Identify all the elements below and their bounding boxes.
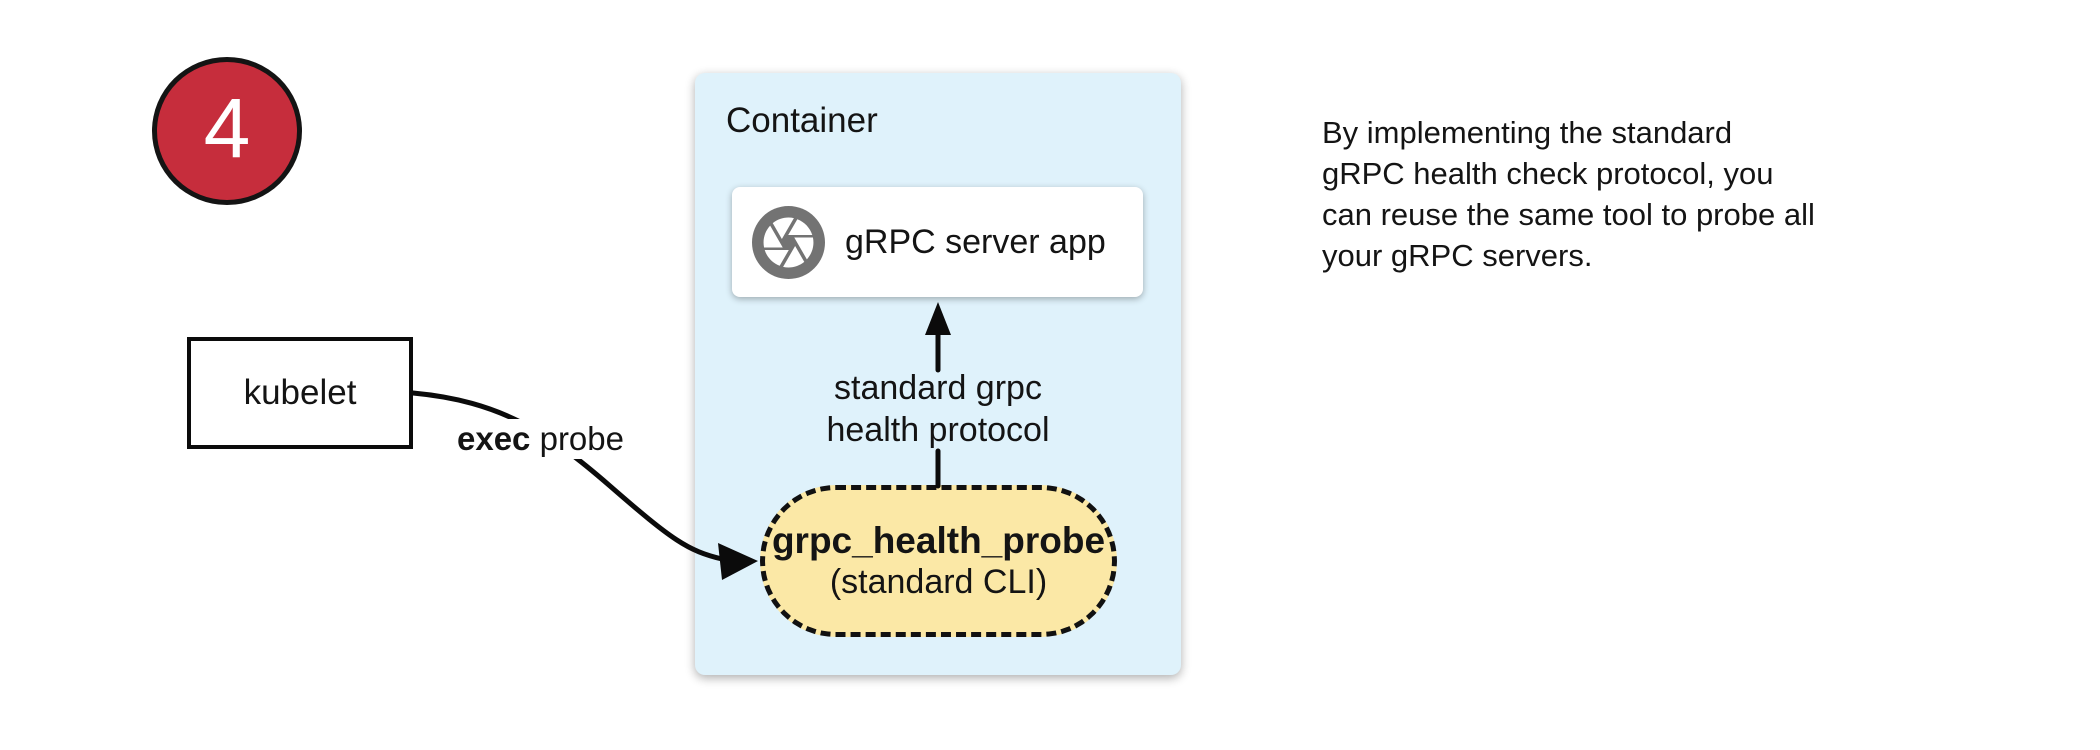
note-paragraph: By implementing the standard gRPC health… [1322,112,1815,276]
note-line: can reuse the same tool to probe all [1322,197,1815,232]
kubelet-node: kubelet [187,337,413,449]
grpc-server-app-node: gRPC server app [732,187,1143,297]
grpc-server-app-label: gRPC server app [845,222,1106,261]
container-title: Container [726,101,878,140]
note-line: By implementing the standard [1322,115,1733,150]
grpc-health-probe-subtitle: (standard CLI) [829,563,1048,601]
container-node: Container gRPC server app standard grpc … [695,73,1181,675]
grpc-health-probe-node: grpc_health_probe (standard CLI) [760,485,1117,637]
health-protocol-label: standard grpc health protocol [695,367,1181,451]
exec-probe-label: exec probe [452,419,629,459]
exec-probe-label-bold: exec [457,420,531,457]
health-protocol-label-line2: health protocol [826,411,1050,449]
grpc-health-probe-name: grpc_health_probe [771,520,1106,561]
camera-shutter-icon [752,205,825,279]
note-line: your gRPC servers. [1322,238,1593,273]
exec-probe-label-rest: probe [530,420,624,457]
step-number: 4 [203,80,251,175]
step-number-badge: 4 [152,57,302,205]
note-line: gRPC health check protocol, you [1322,156,1774,191]
kubelet-label: kubelet [243,373,357,412]
health-protocol-label-line1: standard grpc [834,369,1042,407]
